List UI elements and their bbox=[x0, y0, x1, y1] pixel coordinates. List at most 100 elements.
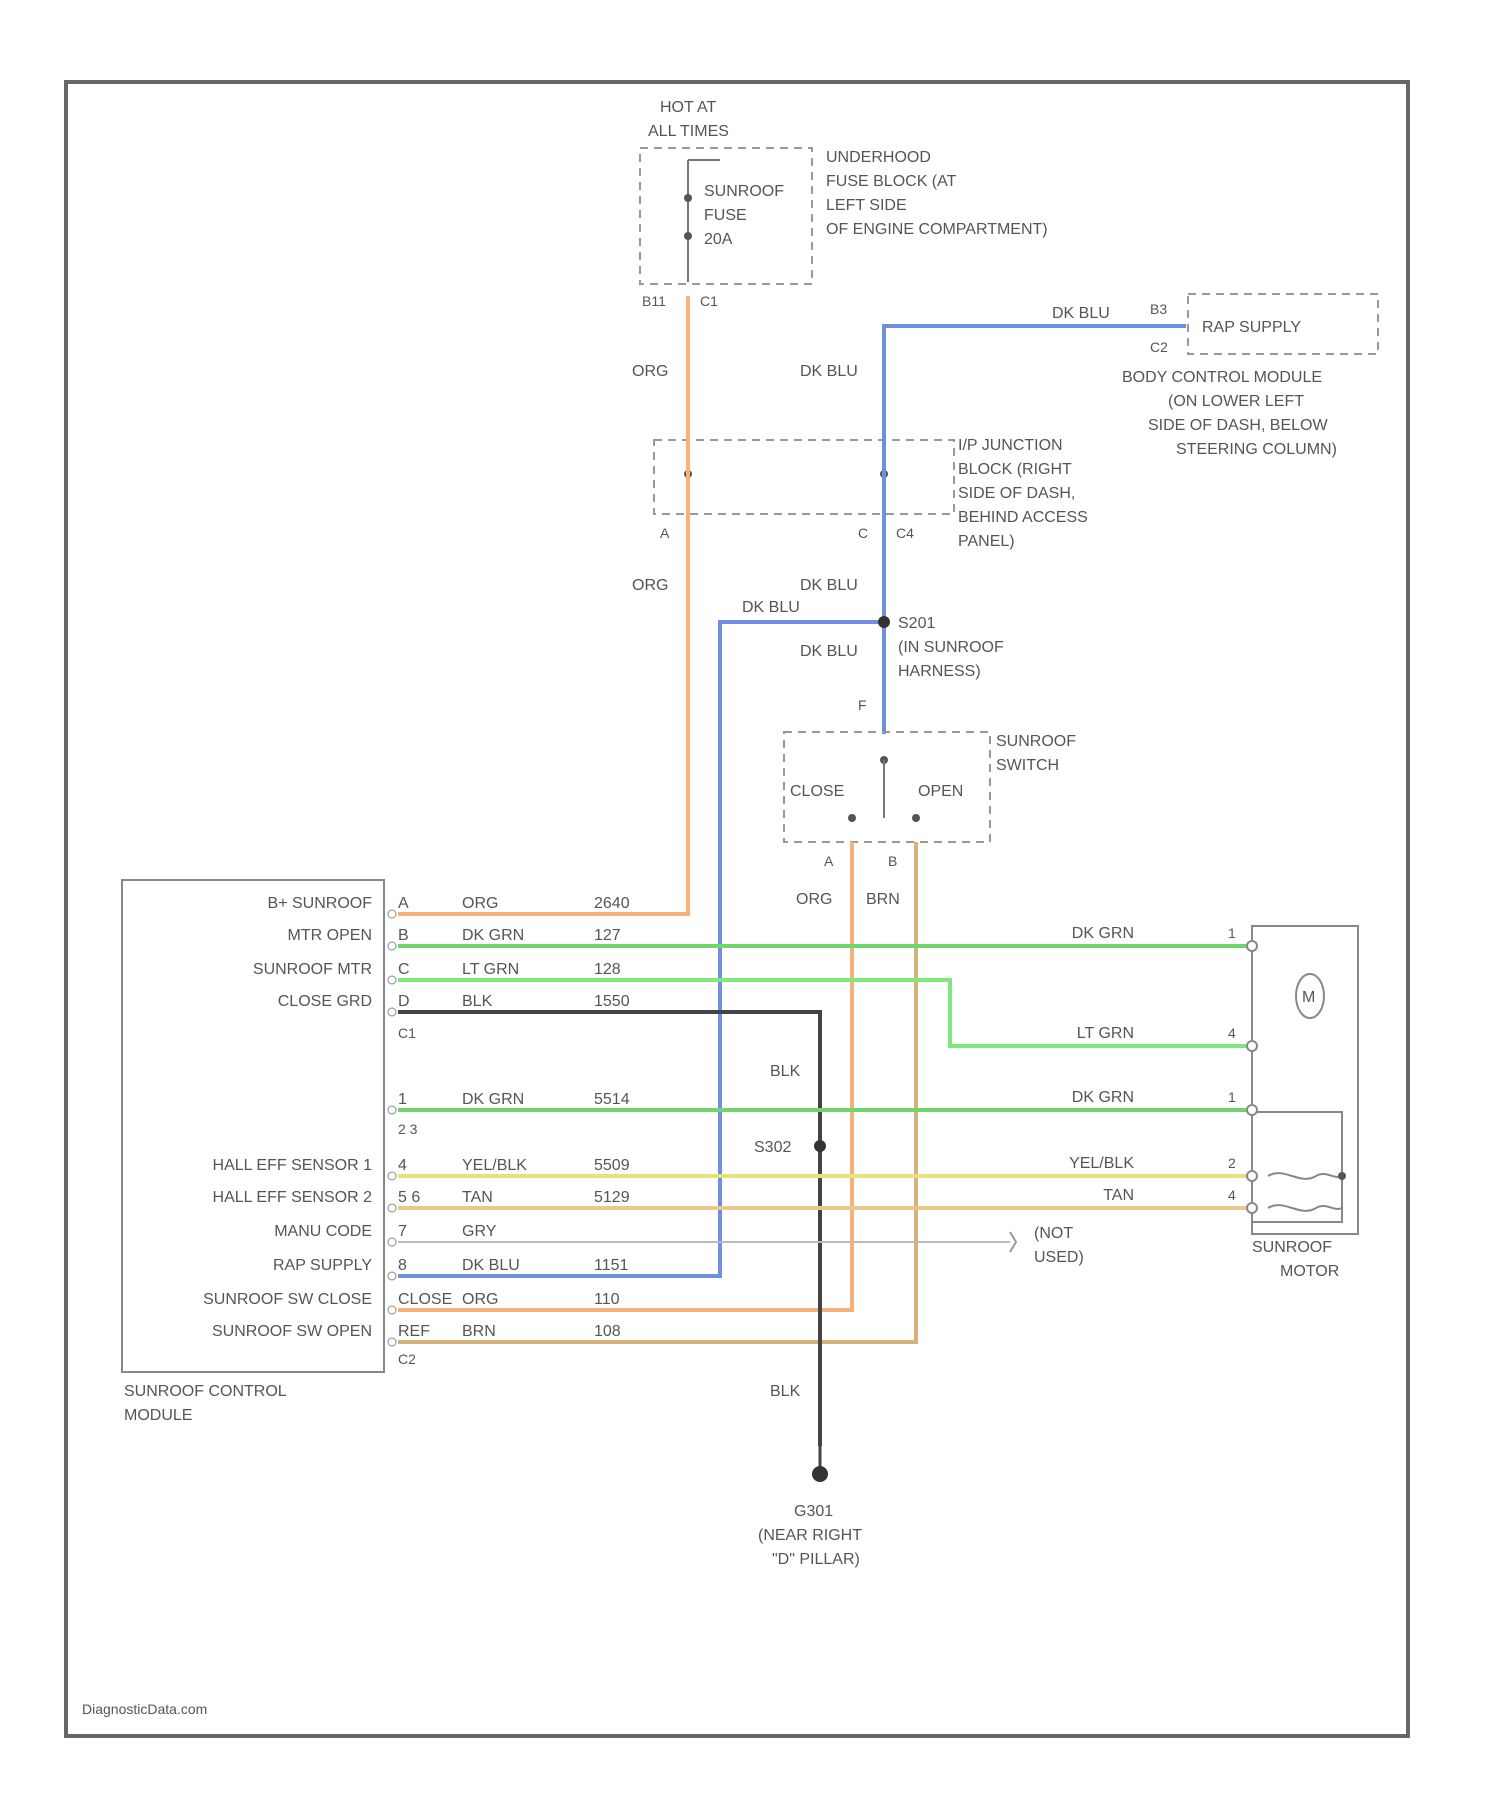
module-name-2: MODULE bbox=[124, 1407, 192, 1424]
hall-sensor-2-icon bbox=[1268, 1205, 1342, 1211]
switch-open-contact bbox=[912, 814, 920, 822]
module-pin-label: SUNROOF SW CLOSE bbox=[203, 1291, 372, 1308]
motor-pin-number: 1 bbox=[1228, 1089, 1236, 1105]
all-times-label: ALL TIMES bbox=[648, 123, 729, 140]
module-circuit-number: 108 bbox=[594, 1323, 621, 1340]
not-used-terminator bbox=[1010, 1232, 1016, 1252]
junction-location-1: I/P JUNCTION bbox=[958, 437, 1063, 454]
hall-sensor-1-icon bbox=[1268, 1173, 1342, 1179]
junction-pin-c: C bbox=[858, 525, 868, 541]
module-pin-number: C bbox=[398, 961, 410, 978]
module-pin-number: 1 bbox=[398, 1091, 407, 1108]
bcm-location-2: (ON LOWER LEFT bbox=[1168, 393, 1304, 410]
motor-wire-color: DK GRN bbox=[1072, 925, 1134, 942]
module-wire-color: LT GRN bbox=[462, 961, 519, 978]
hot-at-label: HOT AT bbox=[660, 99, 717, 116]
splice-s201-location-2: HARNESS) bbox=[898, 663, 981, 680]
module-circuit-number: 5509 bbox=[594, 1157, 630, 1174]
module-circuit-number: 128 bbox=[594, 961, 621, 978]
module-pin-label: B+ SUNROOF bbox=[268, 895, 373, 912]
module-pin-label: RAP SUPPLY bbox=[273, 1257, 372, 1274]
module-circuit-number: 2640 bbox=[594, 895, 630, 912]
watermark: DiagnosticData.com bbox=[82, 1701, 207, 1717]
module-circuit-number: 5514 bbox=[594, 1091, 630, 1108]
ground-g301 bbox=[812, 1466, 828, 1482]
junction-location-2: BLOCK (RIGHT bbox=[958, 461, 1072, 478]
module-pin-number: A bbox=[398, 895, 409, 912]
not-used-2: USED) bbox=[1034, 1249, 1084, 1266]
module-pin-terminal bbox=[388, 910, 396, 918]
wire-label-dkblu-2: DK BLU bbox=[800, 363, 858, 380]
junction-block-outline bbox=[654, 440, 954, 514]
motor-pin-terminal bbox=[1247, 1041, 1257, 1051]
module-connector-c2: C2 bbox=[398, 1351, 416, 1367]
ground-location-2: "D" PILLAR) bbox=[772, 1551, 860, 1568]
hall-sensor-junction bbox=[1338, 1172, 1346, 1180]
module-pin-terminal bbox=[388, 1204, 396, 1212]
module-pin-terminal bbox=[388, 1238, 396, 1246]
module-pin-terminal bbox=[388, 1338, 396, 1346]
motor-pin-terminal bbox=[1247, 1171, 1257, 1181]
wire-label-org-sw: ORG bbox=[796, 891, 832, 908]
motor-wire-color: LT GRN bbox=[1077, 1025, 1134, 1042]
module-connector-c1: C1 bbox=[398, 1025, 416, 1041]
switch-pin-a: A bbox=[824, 853, 834, 869]
module-pin-terminal bbox=[388, 942, 396, 950]
ground-id: G301 bbox=[794, 1503, 833, 1520]
module-wire-color: GRY bbox=[462, 1223, 497, 1240]
switch-name-1: SUNROOF bbox=[996, 733, 1076, 750]
fuse-dot-2 bbox=[684, 232, 692, 240]
splice-s201-id: S201 bbox=[898, 615, 935, 632]
splice-s201-location-1: (IN SUNROOF bbox=[898, 639, 1004, 656]
ground-location-1: (NEAR RIGHT bbox=[758, 1527, 862, 1544]
fuse-block-location-1: UNDERHOOD bbox=[826, 149, 931, 166]
wire-label-blk-1: BLK bbox=[770, 1063, 801, 1080]
fuse-rating: 20A bbox=[704, 231, 733, 248]
module-circuit-number: 1550 bbox=[594, 993, 630, 1010]
module-circuit-number: 5129 bbox=[594, 1189, 630, 1206]
module-pin-number: CLOSE bbox=[398, 1291, 452, 1308]
motor-pin-list: DK GRN1LT GRN4DK GRN1YEL/BLK2TAN4 bbox=[1069, 925, 1257, 1213]
module-pin-terminal bbox=[388, 1272, 396, 1280]
wire-label-dkblu-1: DK BLU bbox=[1052, 305, 1110, 322]
module-pin-number: 7 bbox=[398, 1223, 407, 1240]
module-pin-terminal bbox=[388, 1172, 396, 1180]
wire-label-blk-2: BLK bbox=[770, 1383, 801, 1400]
motor-pin-terminal bbox=[1247, 941, 1257, 951]
switch-pin-f: F bbox=[858, 697, 867, 713]
motor-pin-number: 2 bbox=[1228, 1155, 1236, 1171]
module-pin-number: REF bbox=[398, 1323, 430, 1340]
module-wire-color: ORG bbox=[462, 895, 498, 912]
junction-location-3: SIDE OF DASH, bbox=[958, 485, 1075, 502]
motor-pin-number: 4 bbox=[1228, 1187, 1236, 1203]
module-pin-terminal bbox=[388, 976, 396, 984]
module-circuit-number: 1151 bbox=[594, 1257, 629, 1274]
bcm-pin-c2: C2 bbox=[1150, 339, 1168, 355]
module-pin-23: 2 3 bbox=[398, 1121, 418, 1137]
wire-label-org-2: ORG bbox=[632, 577, 668, 594]
fuse-pin-right: C1 bbox=[700, 293, 718, 309]
fuse-block-location-4: OF ENGINE COMPARTMENT) bbox=[826, 221, 1048, 238]
junction-pin-a: A bbox=[660, 525, 670, 541]
motor-pin-number: 4 bbox=[1228, 1025, 1236, 1041]
fuse-dot-1 bbox=[684, 194, 692, 202]
bcm-location-4: STEERING COLUMN) bbox=[1176, 441, 1337, 458]
switch-pin-b: B bbox=[888, 853, 897, 869]
motor-wire-color: DK GRN bbox=[1072, 1089, 1134, 1106]
motor-name-2: MOTOR bbox=[1280, 1263, 1339, 1280]
junction-pin-c4: C4 bbox=[896, 525, 914, 541]
module-circuit-number: 127 bbox=[594, 927, 621, 944]
splice-s302: S302 bbox=[754, 1139, 791, 1156]
motor-name-1: SUNROOF bbox=[1252, 1239, 1332, 1256]
module-pin-label: MTR OPEN bbox=[288, 927, 372, 944]
motor-pin-number: 1 bbox=[1228, 925, 1236, 941]
module-wire-color: TAN bbox=[462, 1189, 493, 1206]
wire-label-dkblu-5: DK BLU bbox=[800, 643, 858, 660]
module-pin-label: HALL EFF SENSOR 1 bbox=[213, 1157, 373, 1174]
wire-label-dkblu-4: DK BLU bbox=[742, 599, 800, 616]
junction-location-4: BEHIND ACCESS bbox=[958, 509, 1088, 526]
module-pin-number: 5 6 bbox=[398, 1189, 420, 1206]
switch-close-contact bbox=[848, 814, 856, 822]
module-pin-terminal bbox=[388, 1106, 396, 1114]
module-wire-color: DK GRN bbox=[462, 927, 524, 944]
